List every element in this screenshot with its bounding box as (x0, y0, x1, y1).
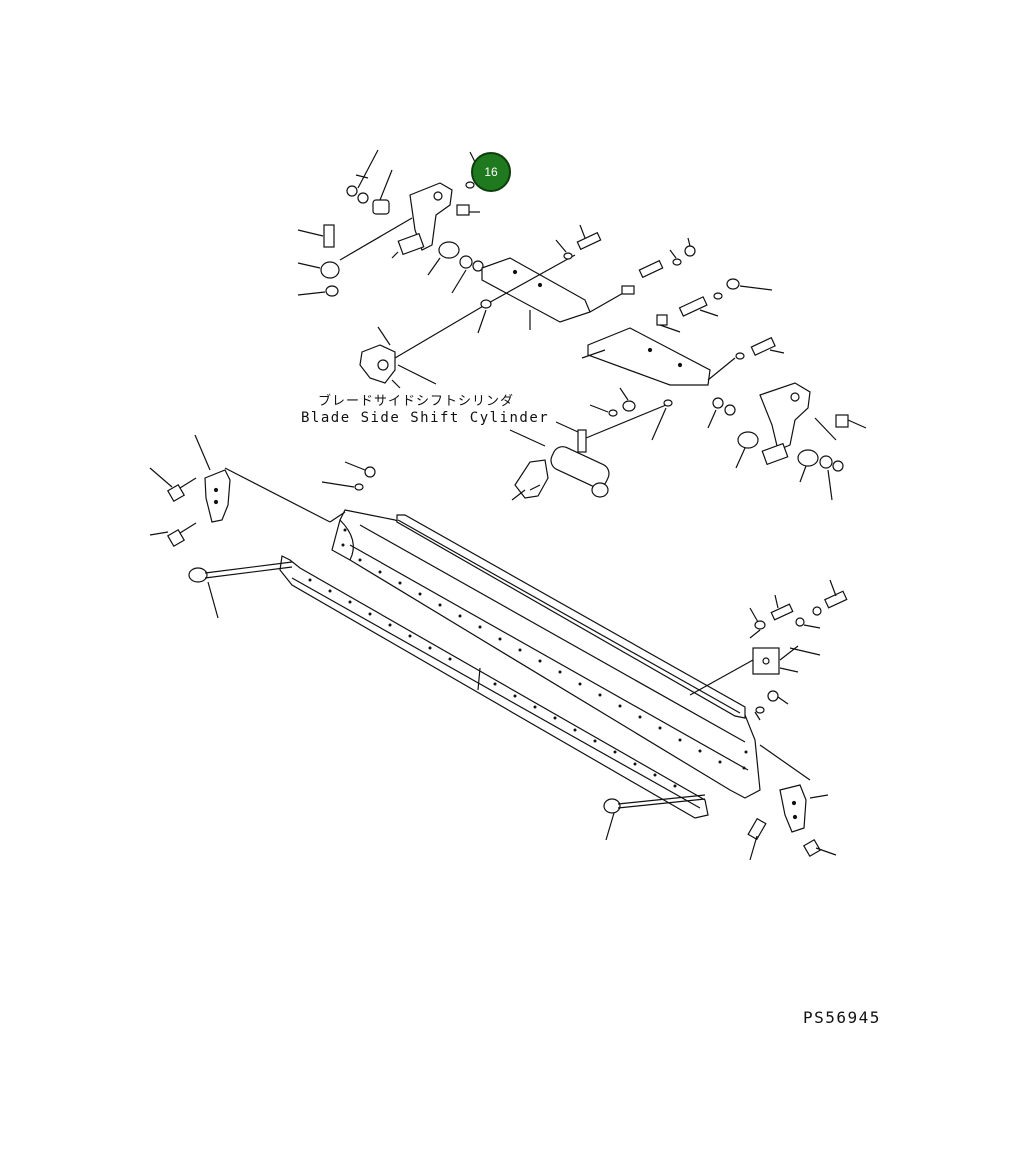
side-shift-cylinder-upper (359, 299, 492, 389)
right-bolt-cluster (749, 579, 848, 639)
right-bit-bolts (747, 817, 837, 861)
right-plow-bolt (603, 794, 706, 841)
upper-plates (481, 224, 785, 386)
left-plow-bolt (188, 561, 293, 619)
right-mount (707, 382, 867, 501)
drawing-code: PS56945 (803, 1008, 881, 1027)
blade-right-bracket (689, 617, 821, 721)
cutting-edge (279, 555, 709, 819)
upper-left-mount (297, 149, 484, 297)
side-shift-cylinder-lower (509, 387, 673, 501)
part-callout-16[interactable]: 16 (471, 152, 511, 192)
left-bit-bolts (149, 467, 197, 548)
component-label-japanese: ブレードサイドシフトシリンダ (318, 394, 515, 409)
blade-top-fasteners (321, 461, 376, 491)
component-label-english: Blade Side Shift Cylinder (301, 410, 550, 426)
left-end-bit (194, 434, 346, 523)
callout-number: 16 (484, 165, 498, 179)
right-end-bit (759, 744, 829, 833)
blade-body (331, 509, 761, 799)
top-edge-strip (396, 514, 746, 719)
blade-holes (308, 528, 748, 788)
